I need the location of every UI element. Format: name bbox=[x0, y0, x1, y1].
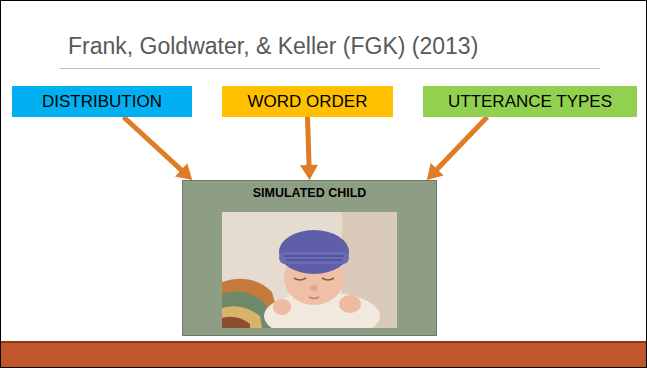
footer-band bbox=[0, 341, 647, 368]
slide-title: Frank, Goldwater, & Keller (FGK) (2013) bbox=[68, 33, 478, 60]
box-label: DISTRIBUTION bbox=[42, 92, 162, 112]
input-arrow bbox=[427, 117, 487, 180]
input-arrow bbox=[300, 117, 318, 180]
box-label: WORD ORDER bbox=[248, 92, 368, 112]
box-heading: SIMULATED CHILD bbox=[253, 186, 367, 200]
model-box: SIMULATED CHILD bbox=[182, 180, 437, 336]
box-label: UTTERANCE TYPES bbox=[448, 92, 612, 112]
input-box: UTTERANCE TYPES bbox=[423, 86, 637, 117]
input-arrow bbox=[124, 117, 193, 180]
baby-photo bbox=[222, 212, 397, 328]
input-box: DISTRIBUTION bbox=[12, 86, 192, 117]
title-rule bbox=[60, 68, 600, 69]
input-box: WORD ORDER bbox=[222, 86, 393, 117]
